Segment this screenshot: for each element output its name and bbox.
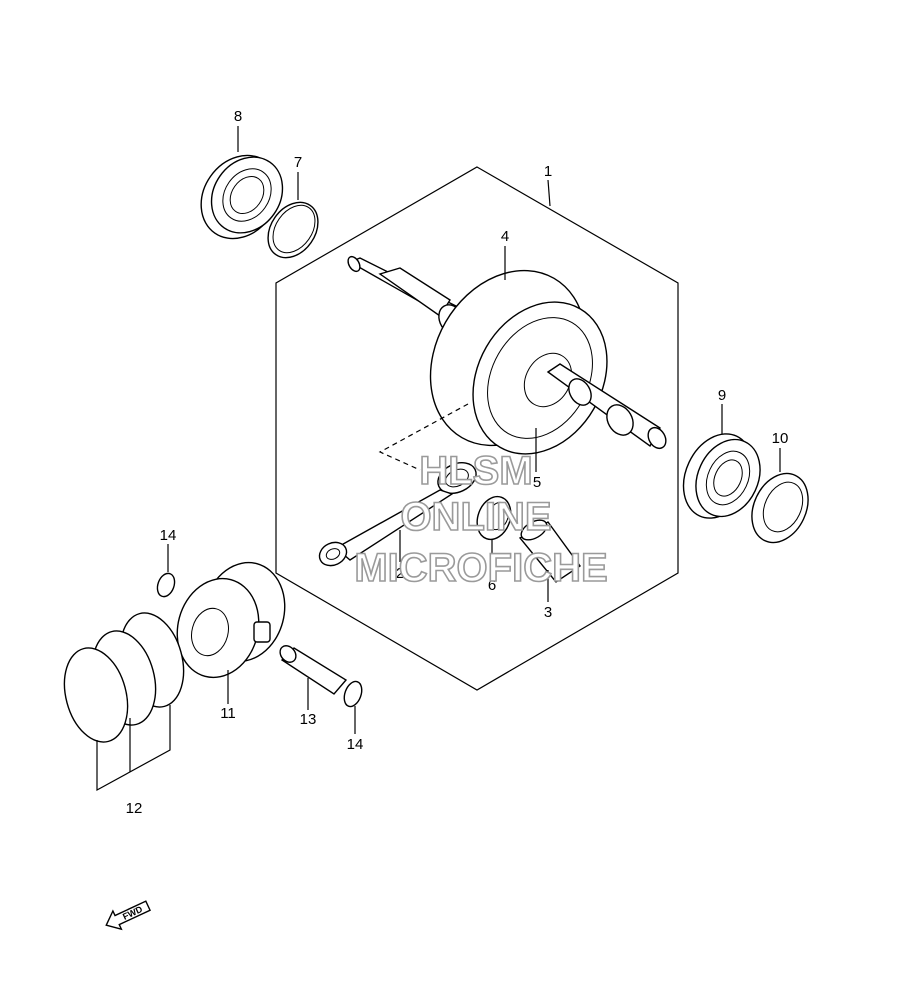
callout-2: 2 [396,565,404,582]
callout-7: 7 [294,154,302,171]
callout-8: 8 [234,108,242,125]
part-11-piston[interactable] [166,553,295,686]
part-2-connecting-rod[interactable] [316,457,481,570]
watermark-line-3: MICROFICHE [354,546,607,590]
callout-6: 6 [488,577,496,594]
part-6-needle-bearing[interactable] [471,492,516,544]
callout-5: 5 [533,474,541,491]
callout-12: 12 [126,800,143,817]
part-13-piston-pin[interactable] [277,643,348,695]
part-8-bearing[interactable] [185,140,297,253]
forward-arrow-icon: FWD [105,900,151,931]
leader-line-1 [547,179,551,207]
part-9-bearing[interactable] [670,423,772,530]
part-10-oil-seal[interactable] [741,464,819,551]
assembly-boundary-hexagon [275,166,679,691]
watermark-line-2: ONLINE [400,495,551,539]
callout-14-top: 14 [160,527,177,544]
part-3-crank-pin[interactable] [518,516,581,583]
assembly-guide-line [378,403,469,471]
callout-bracket-12 [96,705,171,792]
watermark-line-1: HLSM [419,449,532,493]
callout-11: 11 [220,705,236,722]
callout-10: 10 [772,430,789,447]
part-4-crankshaft[interactable] [346,242,670,478]
part-14-circlip-top[interactable] [154,571,177,599]
part-7-ring[interactable] [258,193,328,267]
part-12-piston-rings[interactable] [55,606,194,749]
callout-14-bottom: 14 [347,736,364,753]
callout-1: 1 [544,163,552,180]
part-14-circlip-bottom[interactable] [341,679,365,709]
callout-9: 9 [718,387,726,404]
callout-4: 4 [501,228,509,245]
callout-3: 3 [544,604,552,621]
callout-13: 13 [300,711,317,728]
